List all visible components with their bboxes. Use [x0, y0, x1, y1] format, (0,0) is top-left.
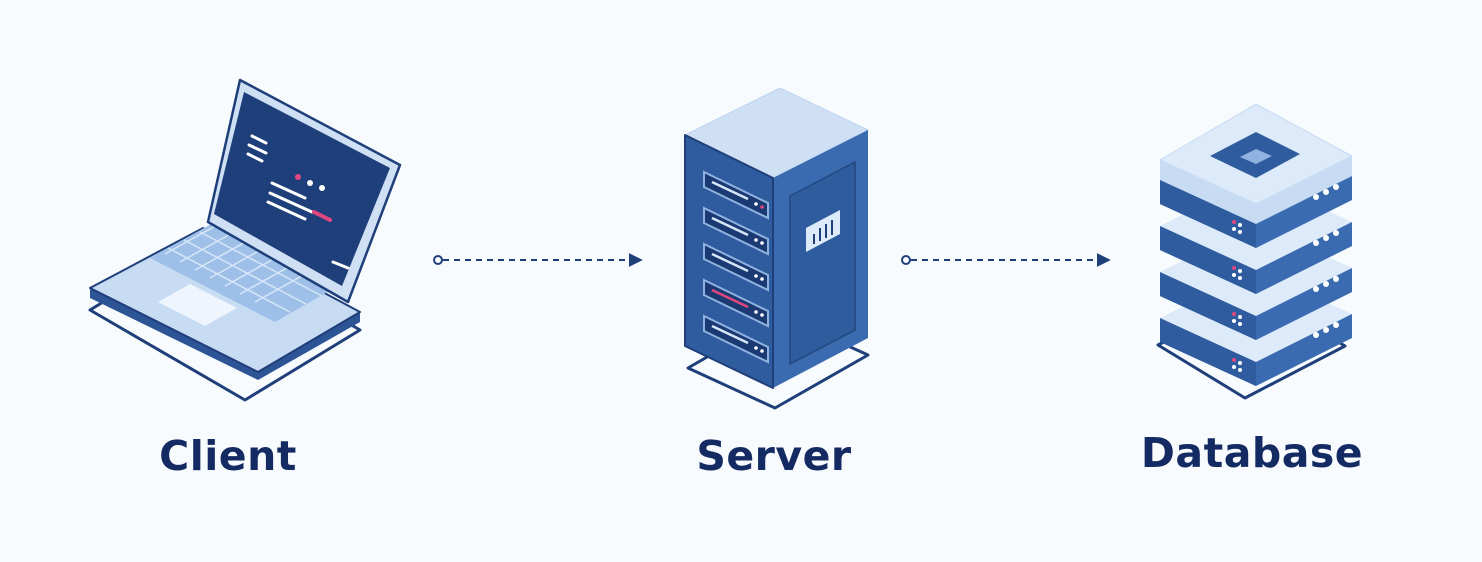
- edge-server-database: [901, 253, 1111, 267]
- laptop-base-edge: [90, 288, 360, 380]
- client-label: Client: [159, 432, 297, 480]
- laptop-icon: [88, 78, 402, 402]
- laptop-screen-dot: [319, 185, 325, 191]
- laptop-screen-dot: [307, 180, 313, 186]
- server-rack-icon: [683, 87, 870, 410]
- edge-start-circle: [901, 255, 911, 265]
- server-label: Server: [696, 432, 852, 480]
- laptop-base-top: [89, 227, 361, 373]
- laptop-screen-dot: [295, 174, 301, 180]
- laptop-touchpad: [158, 284, 237, 326]
- server-indicator-bars: [813, 220, 833, 244]
- database-layer: [1158, 103, 1354, 248]
- server-slots: [703, 170, 769, 364]
- laptop-screen-accent-line: [312, 210, 332, 222]
- database-label: Database: [1140, 429, 1364, 477]
- server-side-panel: [789, 160, 856, 366]
- laptop-keyboard: [150, 218, 345, 322]
- edge-start-circle: [433, 255, 443, 265]
- database-stack-icon: [1156, 103, 1354, 400]
- edge-client-server: [433, 253, 643, 267]
- laptop-screen-text-lines: [246, 134, 350, 270]
